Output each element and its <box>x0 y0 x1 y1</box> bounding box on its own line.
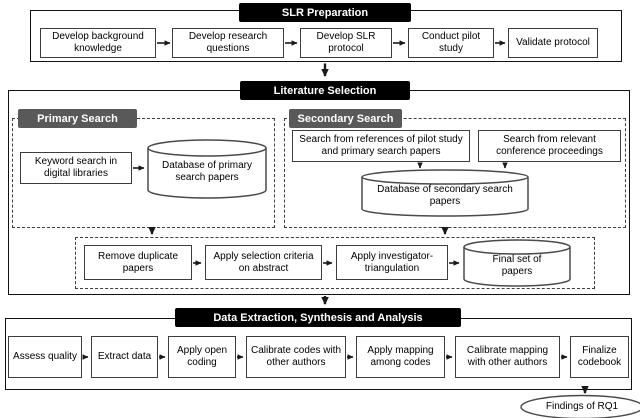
prep-step-research-questions: Develop research questions <box>172 28 284 58</box>
prep-step-validate-protocol: Validate protocol <box>508 28 598 58</box>
primary-search-header: Primary Search <box>18 109 137 128</box>
primary-database-label: Database of primary search papers <box>161 160 253 183</box>
finalize-codebook-box: Finalize codebook <box>570 336 629 378</box>
search-from-conferences-box: Search from relevant conference proceedi… <box>478 130 621 162</box>
prep-step-background-knowledge: Develop background knowledge <box>40 28 156 58</box>
prep-step-slr-protocol: Develop SLR protocol <box>300 28 392 58</box>
primary-search-frame <box>12 118 275 228</box>
extraction-header: Data Extraction, Synthesis and Analysis <box>175 308 461 327</box>
assess-quality-box: Assess quality <box>8 336 82 378</box>
keyword-search-box: Keyword search in digital libraries <box>20 152 132 184</box>
search-from-pilot-box: Search from references of pilot study an… <box>292 130 470 162</box>
findings-label: Findings of RQ1 <box>545 401 619 413</box>
calibrate-codes-box: Calibrate codes with other authors <box>246 336 346 378</box>
calibrate-mapping-box: Calibrate mapping with other authors <box>455 336 560 378</box>
secondary-search-header: Secondary Search <box>289 109 402 128</box>
open-coding-box: Apply open coding <box>168 336 236 378</box>
remove-duplicates-box: Remove duplicate papers <box>84 245 192 280</box>
final-set-label: Final set of papers <box>492 254 542 277</box>
preparation-header: SLR Preparation <box>239 3 411 22</box>
literature-header: Literature Selection <box>240 81 410 100</box>
filtering-frame <box>75 237 595 289</box>
extract-data-box: Extract data <box>91 336 158 378</box>
secondary-database-label: Database of secondary search papers <box>377 184 513 207</box>
selection-criteria-box: Apply selection criteria on abstract <box>205 245 322 280</box>
apply-mapping-box: Apply mapping among codes <box>356 336 445 378</box>
prep-step-pilot-study: Conduct pilot study <box>408 28 494 58</box>
investigator-triangulation-box: Apply investigator-triangulation <box>336 245 448 280</box>
secondary-search-frame <box>284 118 626 228</box>
